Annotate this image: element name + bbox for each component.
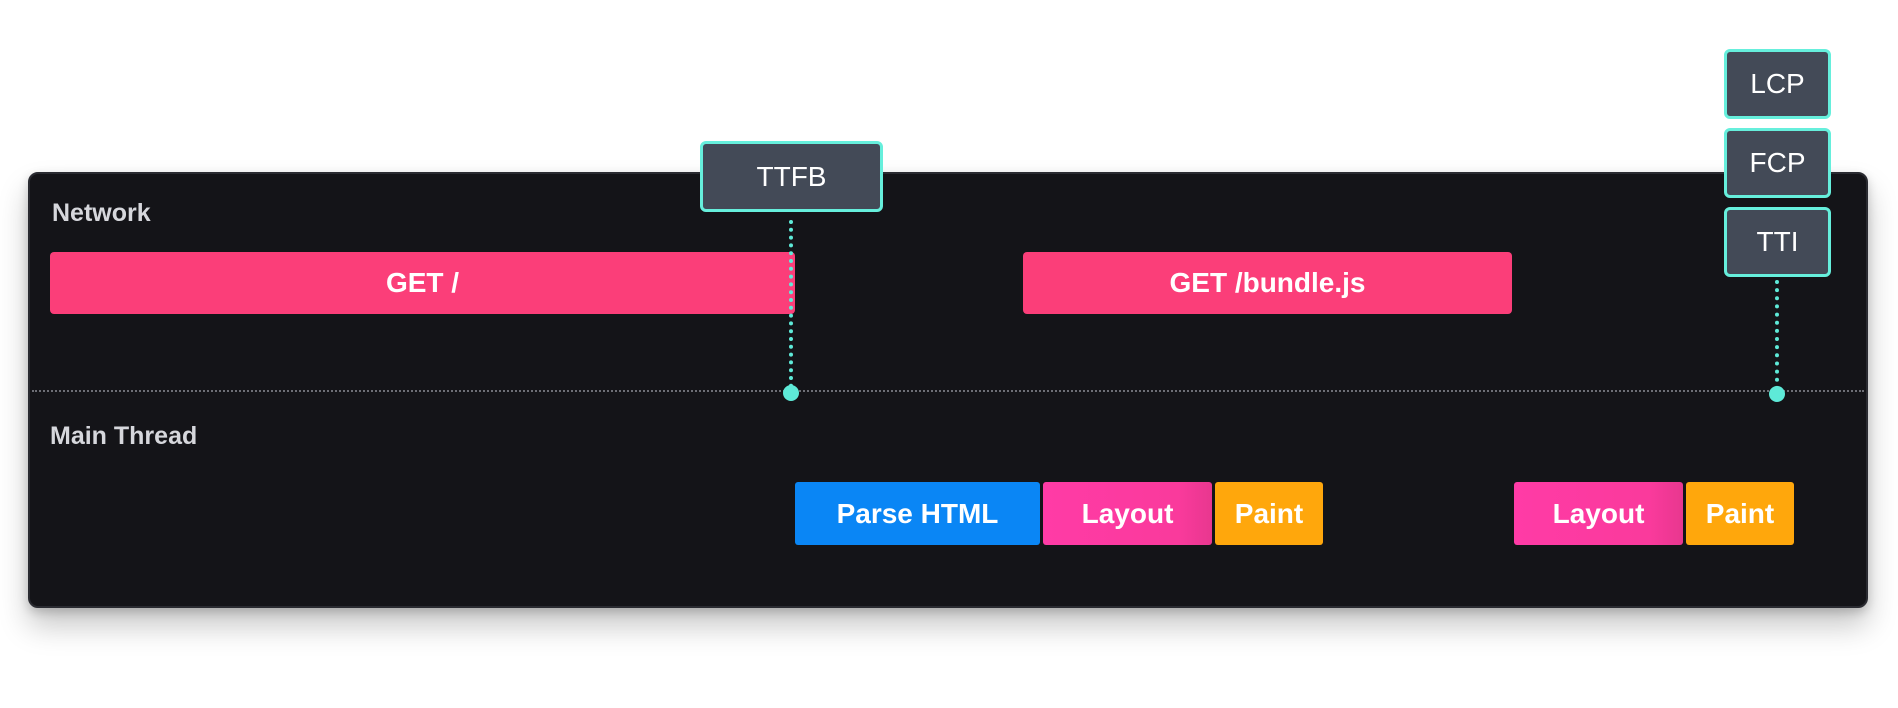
network-request-get-root[interactable]: GET / [50, 252, 795, 314]
ttfb-marker-dot [783, 385, 799, 401]
task-paint[interactable]: Paint [1686, 482, 1794, 545]
ttfb-marker[interactable]: TTFB [700, 141, 883, 212]
ttfb-marker-line [789, 220, 793, 388]
lcp-marker[interactable]: LCP [1724, 49, 1831, 119]
tti-marker[interactable]: TTI [1724, 207, 1831, 277]
task-layout[interactable]: Layout [1043, 482, 1212, 545]
main-thread-lane-label: Main Thread [50, 422, 198, 450]
task-parse-html[interactable]: Parse HTML [795, 482, 1040, 545]
tti-marker-dot [1769, 386, 1785, 402]
network-request-get-bundle[interactable]: GET /bundle.js [1023, 252, 1512, 314]
fcp-marker[interactable]: FCP [1724, 128, 1831, 198]
lane-divider [32, 390, 1864, 392]
tti-marker-line [1775, 280, 1779, 390]
network-lane-label: Network [52, 199, 151, 227]
task-paint[interactable]: Paint [1215, 482, 1323, 545]
task-layout[interactable]: Layout [1514, 482, 1683, 545]
